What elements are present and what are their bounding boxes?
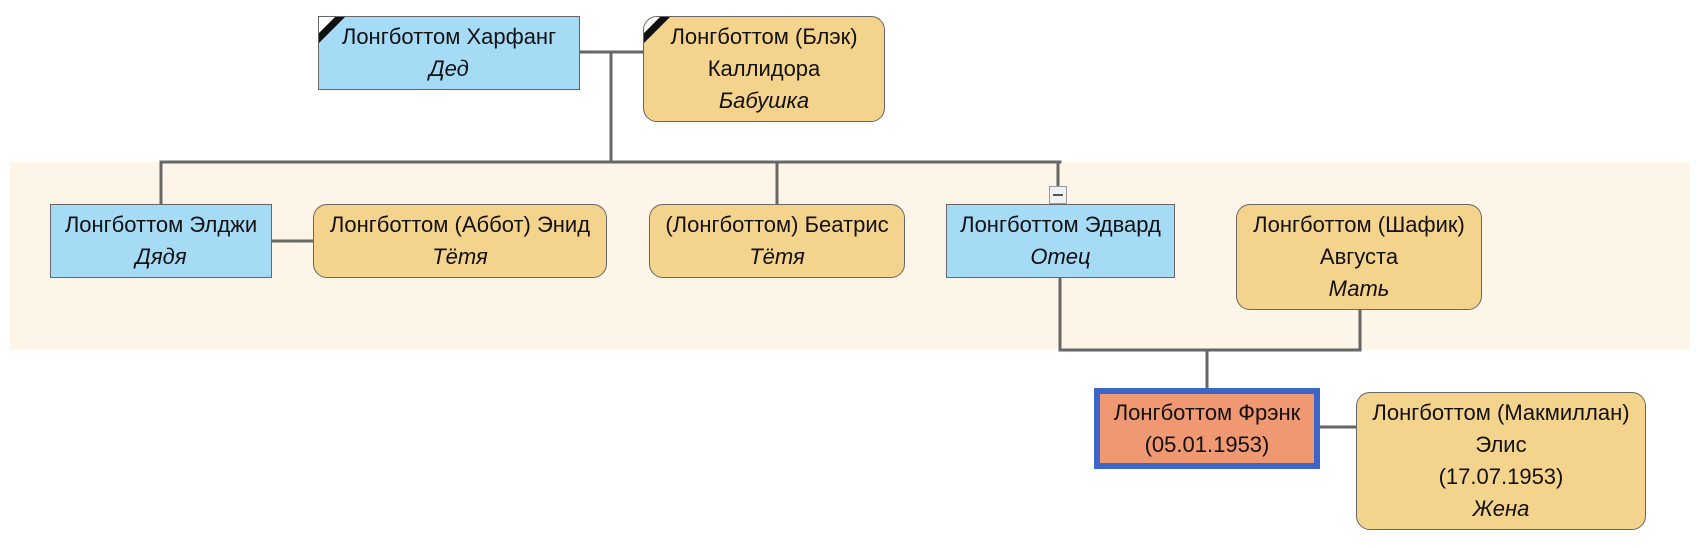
person-card-father[interactable]: Лонгботтом Эдвард Отец: [946, 204, 1175, 278]
mourning-ribbon-icon: [319, 17, 345, 43]
person-name: Лонгботтом Эдвард: [960, 212, 1161, 237]
person-birth-date: (05.01.1953): [1144, 431, 1270, 457]
person-name-line1: Лонгботтом (Блэк): [670, 24, 858, 49]
person-card-aunt-beatrice[interactable]: (Лонгботтом) Беатрис Тётя: [649, 204, 905, 278]
person-name-line1: Лонгботтом (Шафик): [1253, 212, 1465, 237]
person-relation: Жена: [1472, 496, 1530, 521]
person-name: Лонгботтом Фрэнк: [1113, 399, 1301, 425]
person-card-grandmother[interactable]: Лонгботтом (Блэк) Каллидора Бабушка: [643, 16, 885, 122]
mourning-ribbon-icon: [644, 17, 670, 43]
person-card-wife[interactable]: Лонгботтом (Макмиллан) Элис (17.07.1953)…: [1356, 392, 1646, 530]
person-card-mother[interactable]: Лонгботтом (Шафик) Августа Мать: [1236, 204, 1482, 310]
person-card-grandfather[interactable]: Лонгботтом Харфанг Дед: [318, 16, 580, 90]
person-name: Лонгботтом Элджи: [64, 212, 258, 237]
collapse-branch-button[interactable]: [1049, 186, 1067, 204]
person-relation: Тётя: [432, 244, 488, 269]
person-name-line2: Августа: [1319, 244, 1399, 269]
person-card-self[interactable]: Лонгботтом Фрэнк (05.01.1953): [1094, 388, 1320, 469]
person-relation: Отец: [1030, 244, 1091, 269]
person-relation: Дядя: [135, 244, 187, 269]
person-name: Лонгботтом Харфанг: [341, 24, 557, 49]
person-name: (Лонгботтом) Беатрис: [665, 212, 889, 237]
person-name-line2: Элис: [1475, 432, 1527, 457]
person-card-aunt-enid[interactable]: Лонгботтом (Аббот) Энид Тётя: [313, 204, 607, 278]
person-relation: Мать: [1328, 276, 1390, 301]
person-relation: Тётя: [749, 244, 805, 269]
person-relation: Дед: [429, 56, 469, 81]
person-relation: Бабушка: [718, 88, 810, 113]
person-name: Лонгботтом (Аббот) Энид: [329, 212, 591, 237]
minus-icon: [1053, 194, 1063, 196]
person-card-uncle[interactable]: Лонгботтом Элджи Дядя: [50, 204, 272, 278]
person-name-line1: Лонгботтом (Макмиллан): [1372, 400, 1630, 425]
person-name-line2: Каллидора: [707, 56, 821, 81]
person-birth-date: (17.07.1953): [1438, 464, 1564, 489]
